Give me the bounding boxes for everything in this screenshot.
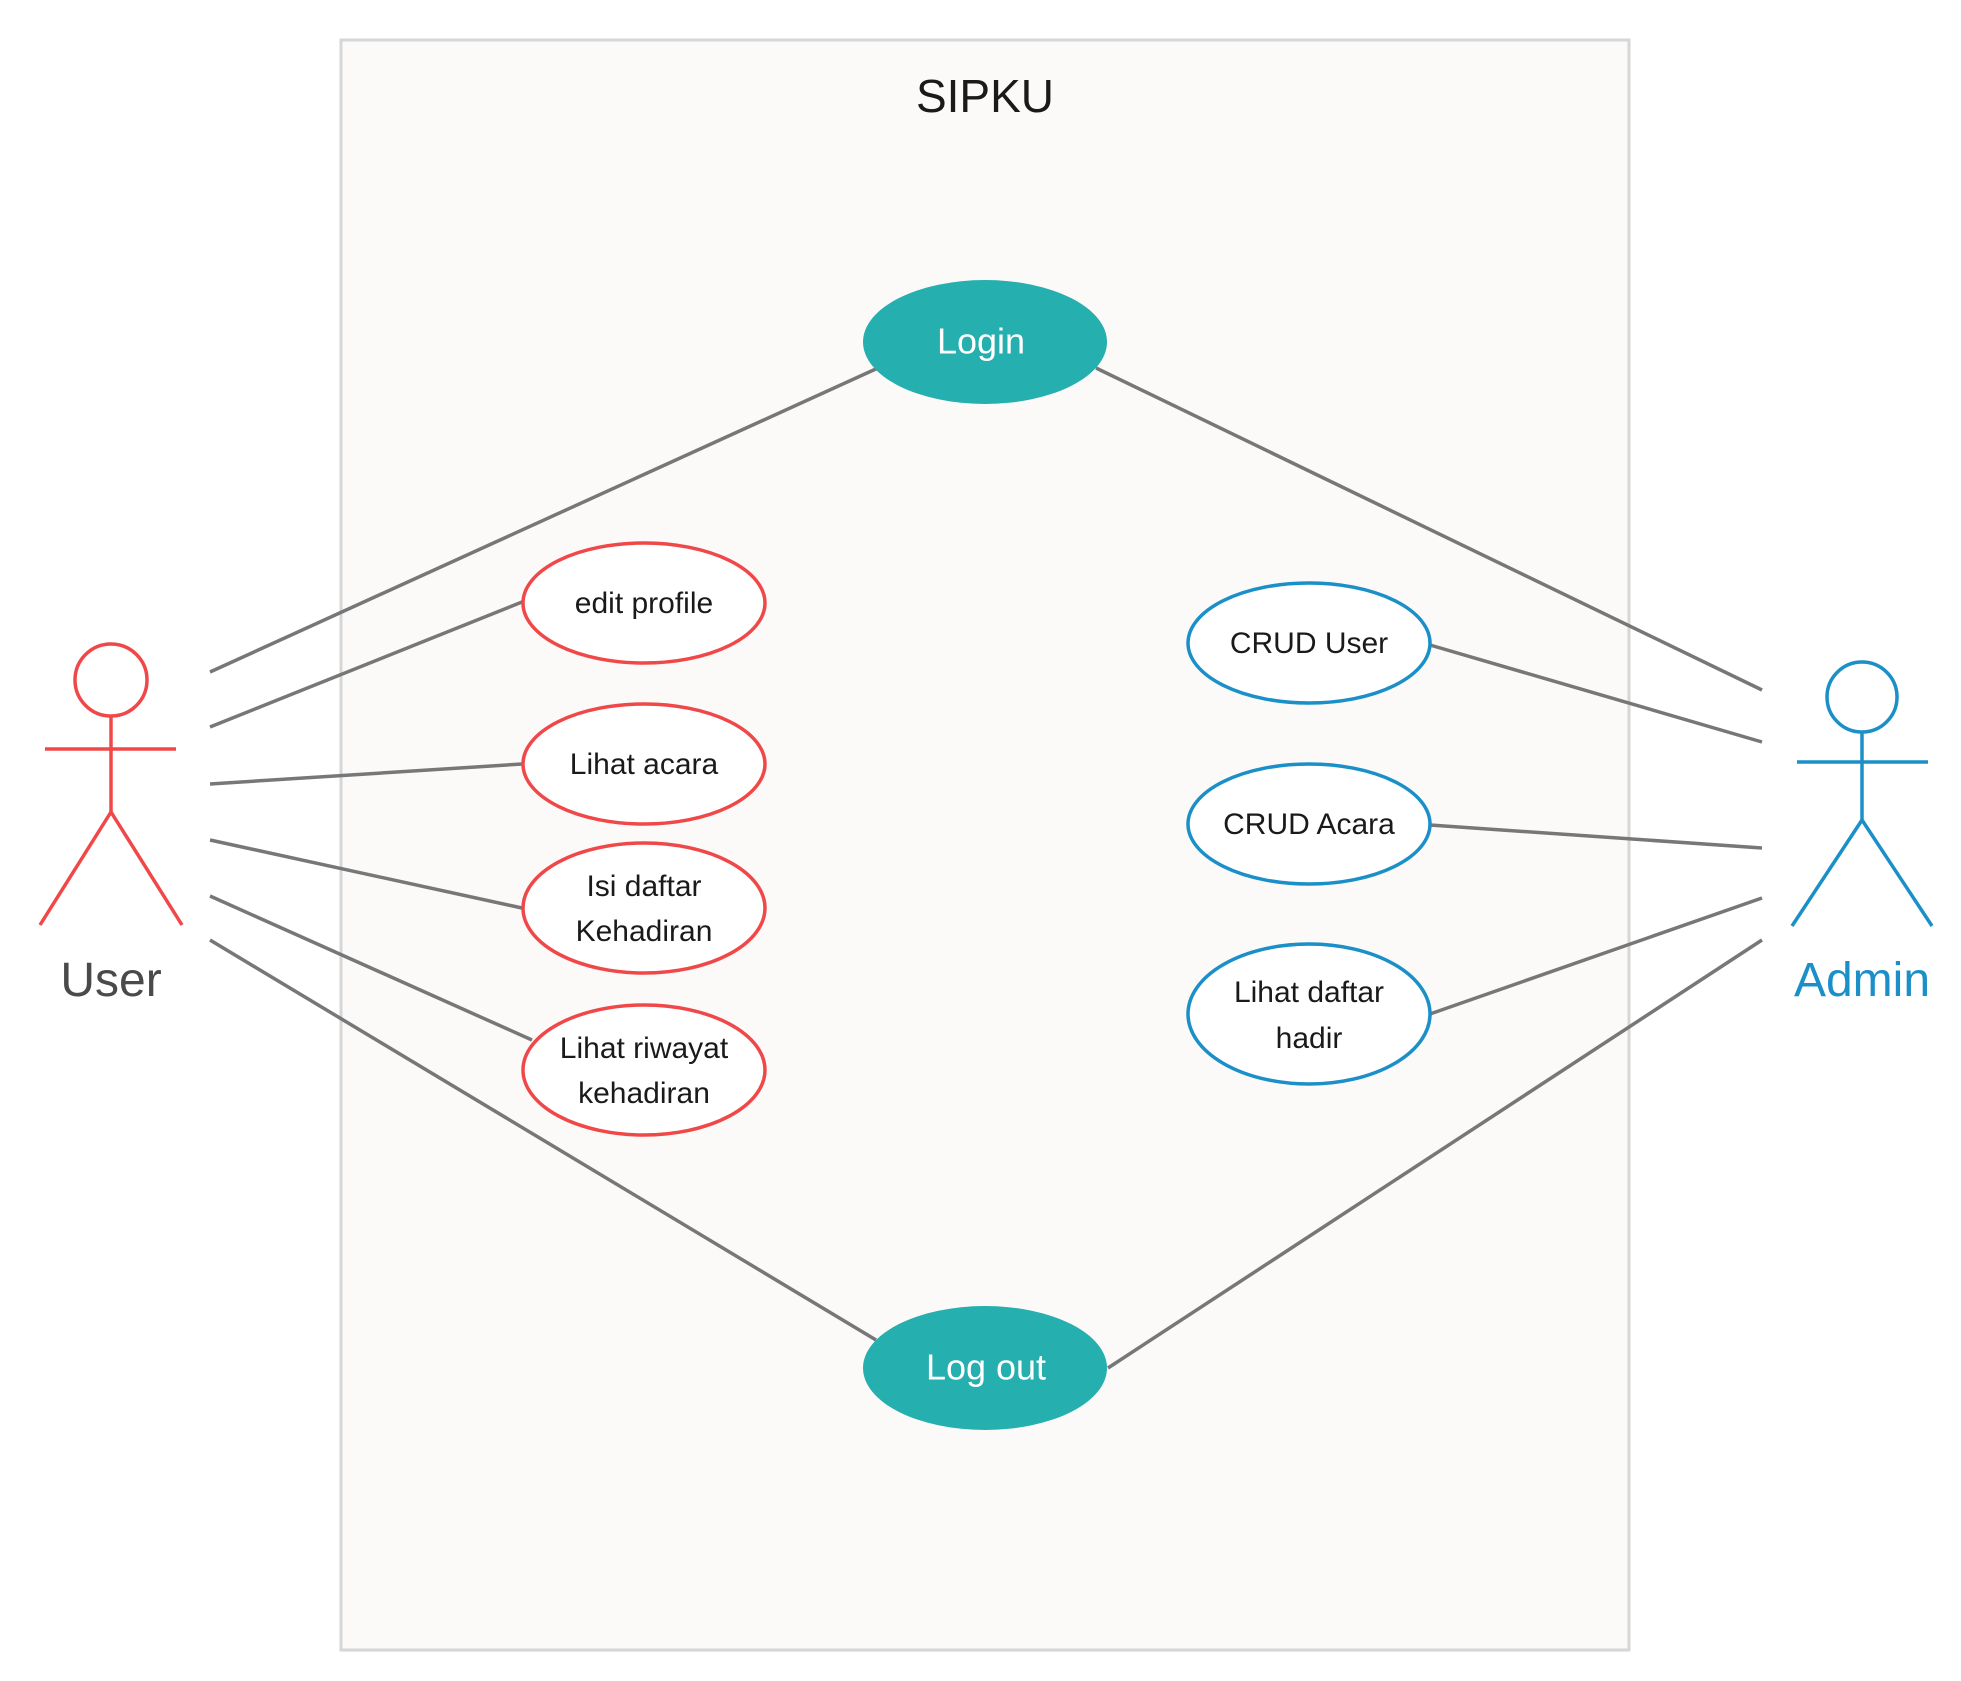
actor-admin: Admin <box>1790 660 1934 1007</box>
actor-user: User <box>38 642 184 1007</box>
actor-user-label: User <box>60 954 161 1007</box>
use-case-lihat-riwayat-kehadiran: Lihat riwayat kehadiran <box>521 1003 767 1137</box>
use-case-lihat-daftar-hadir-shape <box>1186 942 1432 1086</box>
use-case-lihat-daftar-hadir-label-line2: hadir <box>1276 1022 1343 1055</box>
use-case-isi-daftar-kehadiran: Isi daftar Kehadiran <box>521 841 767 975</box>
association-admin-logout <box>1107 938 1763 1370</box>
use-case-crud-user-label: CRUD User <box>1230 627 1388 660</box>
actor-user-head-icon <box>73 642 149 718</box>
use-case-isi-daftar-kehadiran-label-line1: Isi daftar <box>586 870 701 903</box>
actor-admin-label: Admin <box>1794 954 1930 1007</box>
use-case-logout-shape <box>863 1306 1107 1430</box>
association-user-edit-profile <box>209 600 523 729</box>
use-case-lihat-riwayat-kehadiran-label-line1: Lihat riwayat <box>560 1032 729 1065</box>
use-case-isi-daftar-kehadiran-shape <box>521 841 767 975</box>
use-case-logout-label: Log out <box>926 1347 1046 1388</box>
use-case-lihat-riwayat-kehadiran-label-line2: kehadiran <box>578 1077 710 1110</box>
use-case-login: Login <box>863 280 1107 404</box>
use-case-logout: Log out <box>863 1306 1107 1430</box>
actor-admin-head-icon <box>1825 660 1899 734</box>
association-admin-crud-acara <box>1429 823 1763 850</box>
actor-user-right-leg <box>109 811 184 926</box>
use-case-lihat-acara-label: Lihat acara <box>570 748 719 781</box>
association-user-lihat-acara <box>209 762 523 786</box>
use-case-lihat-daftar-hadir: Lihat daftar hadir <box>1186 942 1432 1086</box>
use-case-login-shape <box>863 280 1107 404</box>
association-lines <box>209 366 1763 1370</box>
use-case-login-label: Login <box>937 321 1025 362</box>
use-case-edit-profile-label: edit profile <box>575 587 713 620</box>
use-case-lihat-daftar-hadir-label-line1: Lihat daftar <box>1234 976 1384 1009</box>
use-case-lihat-riwayat-kehadiran-shape <box>521 1003 767 1137</box>
association-admin-lihat-daftar-hadir <box>1429 896 1763 1016</box>
use-case-isi-daftar-kehadiran-label-line2: Kehadiran <box>576 915 713 948</box>
association-admin-crud-user <box>1429 643 1763 744</box>
use-case-crud-acara-shape <box>1186 762 1432 886</box>
association-user-logout <box>209 938 877 1342</box>
use-case-crud-acara: CRUD Acara <box>1186 762 1432 886</box>
use-case-crud-acara-label: CRUD Acara <box>1223 808 1395 841</box>
system-title: SIPKU <box>916 70 1054 122</box>
actor-user-left-leg <box>38 811 113 926</box>
actor-admin-right-leg <box>1860 819 1934 927</box>
association-user-isi-daftar-kehadiran <box>209 838 523 910</box>
use-case-lihat-acara: Lihat acara <box>521 702 767 826</box>
association-user-login <box>209 366 879 674</box>
actor-admin-left-leg <box>1790 819 1864 927</box>
use-case-lihat-acara-shape <box>521 702 767 826</box>
use-case-crud-user-shape <box>1186 581 1432 705</box>
association-user-lihat-riwayat-kehadiran <box>209 894 533 1042</box>
use-case-crud-user: CRUD User <box>1186 581 1432 705</box>
use-case-edit-profile: edit profile <box>521 541 767 665</box>
use-case-edit-profile-shape <box>521 541 767 665</box>
association-admin-login <box>1095 366 1763 692</box>
